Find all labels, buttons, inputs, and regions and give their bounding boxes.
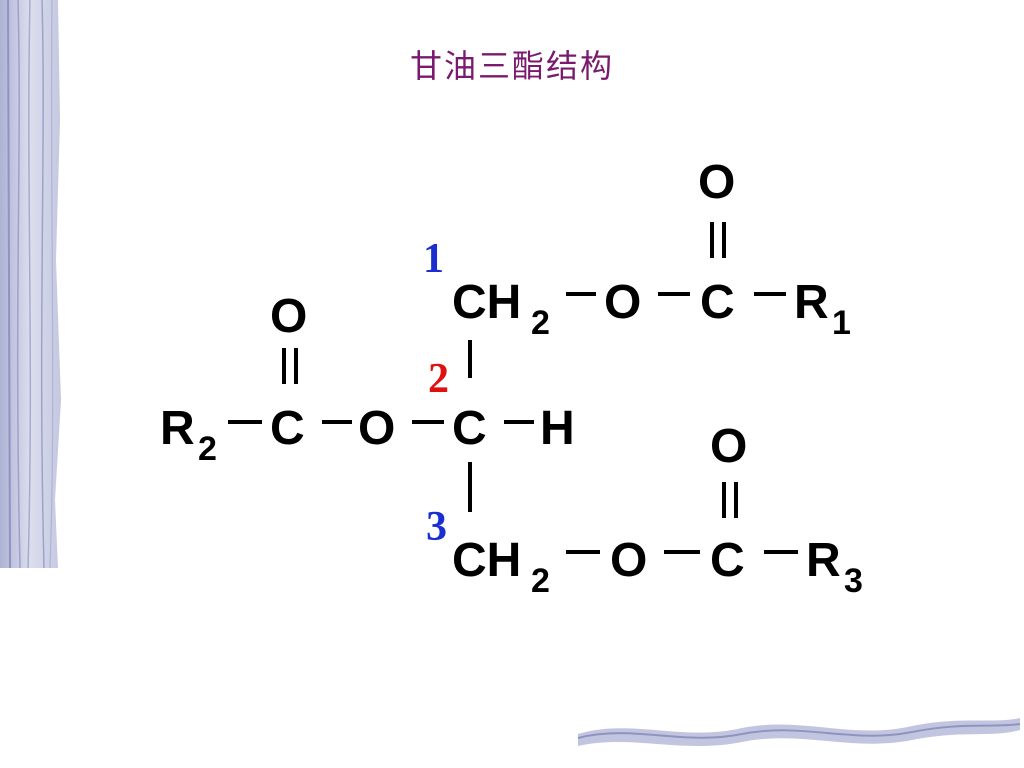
atom-o-top-3: O [710,420,747,473]
atom-r1: R [794,276,829,329]
position-label-3: 3 [426,504,447,550]
atom-h-center: H [540,402,575,455]
atom-o-ester-1: O [604,276,641,329]
atom-r2-subscript: 2 [198,430,217,468]
atom-c-carbonyl-3: C [710,534,745,587]
atom-o-ester-2: O [358,402,395,455]
atom-r3-subscript: 3 [844,562,863,600]
atom-r1-subscript: 1 [832,304,851,342]
atom-o-top-2: O [270,290,307,343]
atom-ch2-3: CH [452,534,521,587]
atom-o-ester-3: O [610,534,647,587]
atom-o-top-1: O [698,156,735,209]
atom-r2: R [160,402,195,455]
slide-title: 甘油三酯结构 [409,47,614,85]
position-label-2: 2 [428,356,449,402]
atom-ch2-3-subscript: 2 [531,562,550,600]
atom-c-center: C [452,402,487,455]
position-label-1: 1 [423,236,444,282]
atom-c-carbonyl-2: C [270,402,305,455]
left-decorative-stripe [0,0,61,568]
atom-ch2-1: CH [452,276,521,329]
atom-c-carbonyl-1: C [700,276,735,329]
bottom-decorative-ribbon [577,718,1021,746]
atom-r3: R [806,534,841,587]
atom-ch2-1-subscript: 2 [531,304,550,342]
